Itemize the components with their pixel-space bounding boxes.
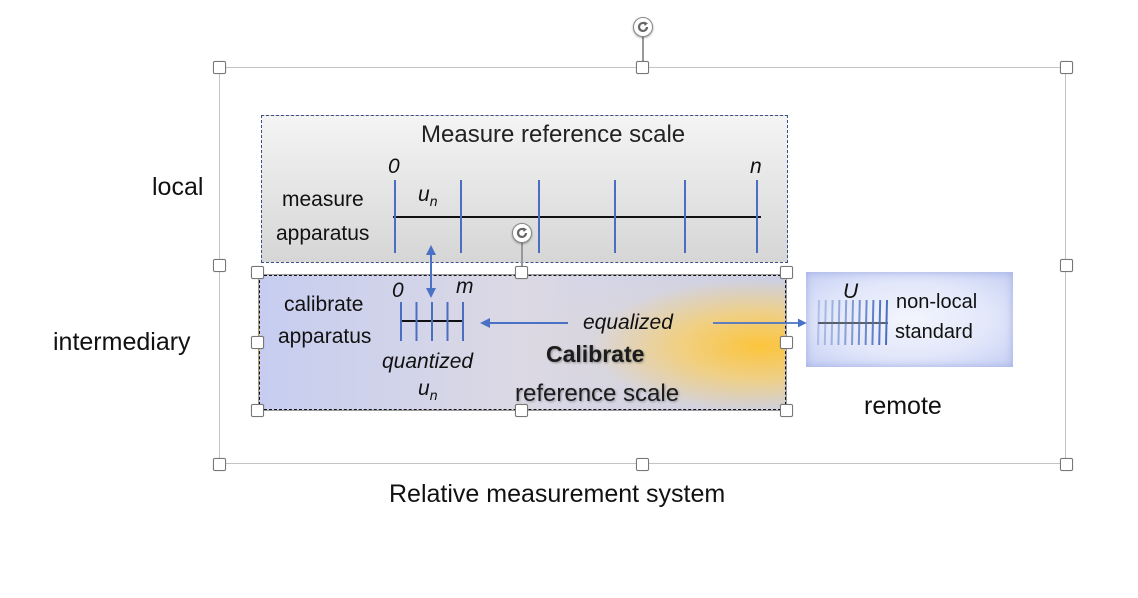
inner-handle-middle-right[interactable]	[780, 336, 793, 349]
inner-rotate-handle[interactable]	[512, 223, 532, 243]
standard-ruler-tick	[844, 299, 848, 346]
standard-ruler-tick	[837, 299, 841, 346]
calibrate-ruler	[400, 302, 464, 341]
measure-start-label: 0	[388, 155, 400, 178]
standard-ruler-tick	[817, 299, 820, 346]
inner-handle-bottom-right[interactable]	[780, 404, 793, 417]
standard-label-line2: standard	[895, 321, 973, 343]
outer-handle-top-center[interactable]	[636, 61, 649, 74]
measure-apparatus-line2: apparatus	[276, 222, 370, 245]
calibrate-apparatus-line1: calibrate	[284, 293, 364, 316]
inner-rotate-stem	[521, 243, 523, 273]
outer-handle-middle-right[interactable]	[1060, 259, 1073, 272]
measure-ruler	[393, 180, 761, 253]
inner-handle-middle-left[interactable]	[251, 336, 264, 349]
inner-handle-top-center[interactable]	[515, 266, 528, 279]
inner-handle-bottom-left[interactable]	[251, 404, 264, 417]
outer-handle-bottom-left[interactable]	[213, 458, 226, 471]
standard-ruler	[817, 299, 888, 346]
standard-ruler-tick	[823, 299, 827, 346]
measure-apparatus-line1: measure	[282, 188, 364, 211]
standard-ruler-tick	[878, 299, 882, 346]
outer-rotate-stem	[642, 37, 644, 67]
standard-label-line1: non-local	[896, 291, 978, 313]
equalized-label: equalized	[583, 311, 673, 334]
standard-ruler-tick	[857, 299, 861, 346]
outer-handle-bottom-center[interactable]	[636, 458, 649, 471]
standard-ruler-tick	[864, 299, 868, 346]
standard-ruler-tick	[871, 299, 875, 346]
outer-rotate-handle[interactable]	[633, 17, 653, 37]
row-label-intermediary: intermediary	[53, 328, 191, 356]
row-label-local: local	[152, 173, 204, 201]
rotate-icon	[637, 21, 649, 33]
inner-handle-top-left[interactable]	[251, 266, 264, 279]
standard-ruler-tick	[830, 299, 834, 346]
outer-handle-top-left[interactable]	[213, 61, 226, 74]
measure-end-label: n	[750, 155, 762, 178]
calibrate-apparatus-line2: apparatus	[278, 325, 372, 348]
outer-handle-bottom-right[interactable]	[1060, 458, 1073, 471]
outer-handle-middle-left[interactable]	[213, 259, 226, 272]
standard-ruler-tick	[885, 299, 888, 346]
inner-handle-top-right[interactable]	[780, 266, 793, 279]
non-local-standard-box[interactable]	[806, 272, 1013, 367]
standard-symbol: U	[843, 280, 859, 303]
calibrate-scale-title-line2: reference scale	[515, 380, 680, 407]
calibrate-start-label: 0	[392, 279, 404, 302]
measure-unit-label: un	[418, 183, 438, 210]
diagram-caption: Relative measurement system	[389, 480, 726, 508]
standard-ruler-tick	[851, 299, 854, 346]
measure-scale-title: Measure reference scale	[421, 121, 686, 148]
calibrate-scale-title-line1: Calibrate	[546, 341, 645, 367]
outer-handle-top-right[interactable]	[1060, 61, 1073, 74]
calibrate-reference-scale-box[interactable]	[258, 274, 787, 411]
rotate-icon	[516, 227, 528, 239]
row-label-remote: remote	[864, 392, 942, 420]
calibrate-end-label: m	[456, 275, 474, 298]
inner-handle-bottom-center[interactable]	[515, 404, 528, 417]
quantized-label: quantized	[382, 350, 474, 373]
calibrate-unit-label: un	[418, 377, 438, 404]
